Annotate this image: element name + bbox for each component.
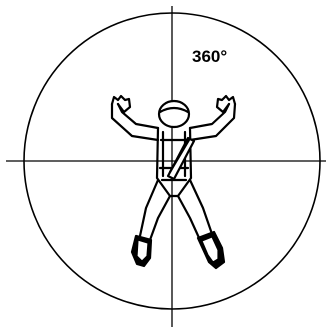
- skydiver-icon: [112, 96, 235, 268]
- angle-label: 360°: [192, 48, 227, 65]
